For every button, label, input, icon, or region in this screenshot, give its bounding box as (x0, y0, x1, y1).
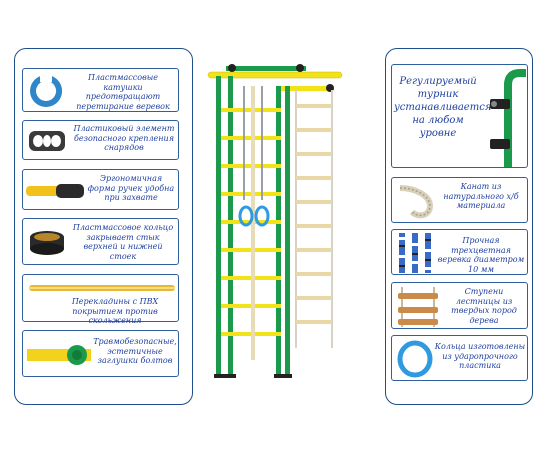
feature-text-rope: Канат из натурального х/б материала (443, 182, 519, 210)
feature-card-crossbar: Перекладины с ПВХ покрытием против сколь… (22, 274, 179, 325)
feature-card-rope: Канат из натурального х/б материала (391, 177, 528, 223)
feature-text-plastic-ring: Пластмассовое кольцо закрывает стык верх… (72, 223, 174, 261)
feature-text-blue-ring: Кольца изготовлены из ударопрочного плас… (434, 342, 526, 370)
feature-text-handle: Эргономичная форма ручек удобна при захв… (87, 174, 175, 202)
feature-card-plastic-element: Пластиковый элемент безопасного креплени… (22, 120, 179, 160)
feature-card-blue-ring: Кольца изготовлены из ударопрочного плас… (391, 335, 528, 381)
feature-text-reels: Пластмассовые катушки предотвращают пере… (76, 73, 170, 111)
ladder-steps-icon (398, 287, 438, 327)
feature-card-bolt-caps: Травмобезопасные, эстетичные заглушки бо… (22, 330, 179, 377)
feature-text-bolt-caps: Травмобезопасные, эстетичные заглушки бо… (93, 337, 177, 365)
feature-text-braided-rope: Прочная трехцветная веревка диаметром 10… (437, 236, 525, 274)
feature-card-ladder-steps: Ступени лестницы из твердых пород дерева (391, 282, 528, 329)
rope-icon (399, 185, 434, 219)
feature-card-handle: Эргономичная форма ручек удобна при захв… (22, 169, 179, 210)
handle-icon (26, 184, 84, 198)
feature-text-crossbar: Перекладины с ПВХ покрытием против сколь… (71, 297, 159, 325)
blue-ring-icon (397, 340, 433, 378)
feature-card-plastic-ring: Пластмассовое кольцо закрывает стык верх… (22, 218, 179, 265)
braided-rope-icon (399, 233, 431, 273)
bolt-cap-icon (27, 345, 91, 365)
feature-card-braided-rope: Прочная трехцветная веревка диаметром 10… (391, 229, 528, 275)
feature-text-ladder-steps: Ступени лестницы из твердых пород дерева (451, 287, 517, 325)
feature-text-plastic-element: Пластиковый элемент безопасного креплени… (73, 124, 175, 152)
pullup-bar-icon (490, 69, 526, 167)
plastic-element-icon (29, 131, 65, 151)
plastic-ring-icon (30, 231, 64, 255)
crossbar-icon (29, 285, 175, 291)
blue-reel-icon (30, 75, 63, 107)
feature-card-pullup-bar: Регулируемый турник устанавливается на л… (391, 64, 528, 168)
feature-card-reels: Пластмассовые катушки предотвращают пере… (22, 68, 179, 112)
feature-text-pullup-bar: Регулируемый турник устанавливается на л… (394, 76, 492, 139)
